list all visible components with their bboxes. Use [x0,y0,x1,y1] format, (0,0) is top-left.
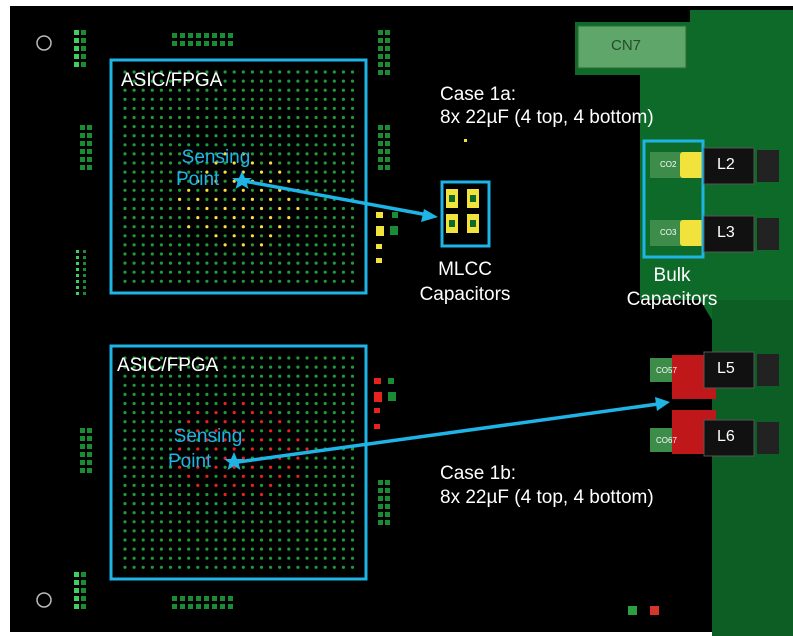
bulk-cap-co57-label: CO57 [656,366,677,375]
sensing-point-star-top [232,171,252,189]
mlcc-label-line1: MLCC [438,259,492,280]
mlcc-capacitor-group [446,189,479,233]
bulk-cap-co2-label: CO2 [660,160,677,169]
inductor-group [703,147,779,457]
bulk-label-line2: Capacitors [626,289,718,310]
asic-top-label: ASIC/FPGA [121,70,223,91]
inductor-l3 [703,215,755,253]
case-1a-detail: 8x 22µF (4 top, 4 bottom) [440,107,654,128]
case-1b-detail: 8x 22µF (4 top, 4 bottom) [440,487,654,508]
asic-bottom-label: ASIC/FPGA [117,355,219,376]
inductor-l5 [703,351,755,389]
misc-pads [74,30,659,615]
sensing-point-star-bottom [224,452,244,470]
sensing-point-top-line2: Point [176,169,220,190]
inductor-l3-label: L3 [717,224,735,241]
mlcc-highlight-box [440,180,491,248]
connector-cn7-body [577,25,687,69]
inductor-l5-label: L5 [717,360,735,377]
bulk-highlight-box [642,139,705,259]
sensing-point-top-line1: Sensing [181,147,251,168]
asic-top-outline [109,58,368,295]
inductor-l2-label: L2 [717,156,735,173]
mlcc-label-line2: Capacitors [419,284,511,305]
power-plane-strip [712,300,793,636]
inductor-l6 [703,419,755,457]
bulk-label-line1: Bulk [653,265,691,286]
bulk-cap-co67-label: CO67 [656,436,677,445]
sensing-point-bottom-line2: Point [168,451,212,472]
bga-pads-top [123,70,355,283]
bga-pads-bottom [123,356,355,569]
case-1b-title: Case 1b: [440,463,517,484]
case-1a-title: Case 1a: [440,84,517,105]
inductor-l6-label: L6 [717,428,735,445]
connector-cn7-label: CN7 [611,37,642,54]
asic-bottom-outline [109,344,368,581]
inductor-l2 [703,147,755,185]
arrow-top [243,179,438,222]
bulk-cap-co3-label: CO3 [660,228,677,237]
mounting-hole-bottom [36,592,52,608]
arrow-bottom [237,397,670,464]
sensing-point-bottom-line1: Sensing [173,426,243,447]
mounting-hole-top [36,35,52,51]
